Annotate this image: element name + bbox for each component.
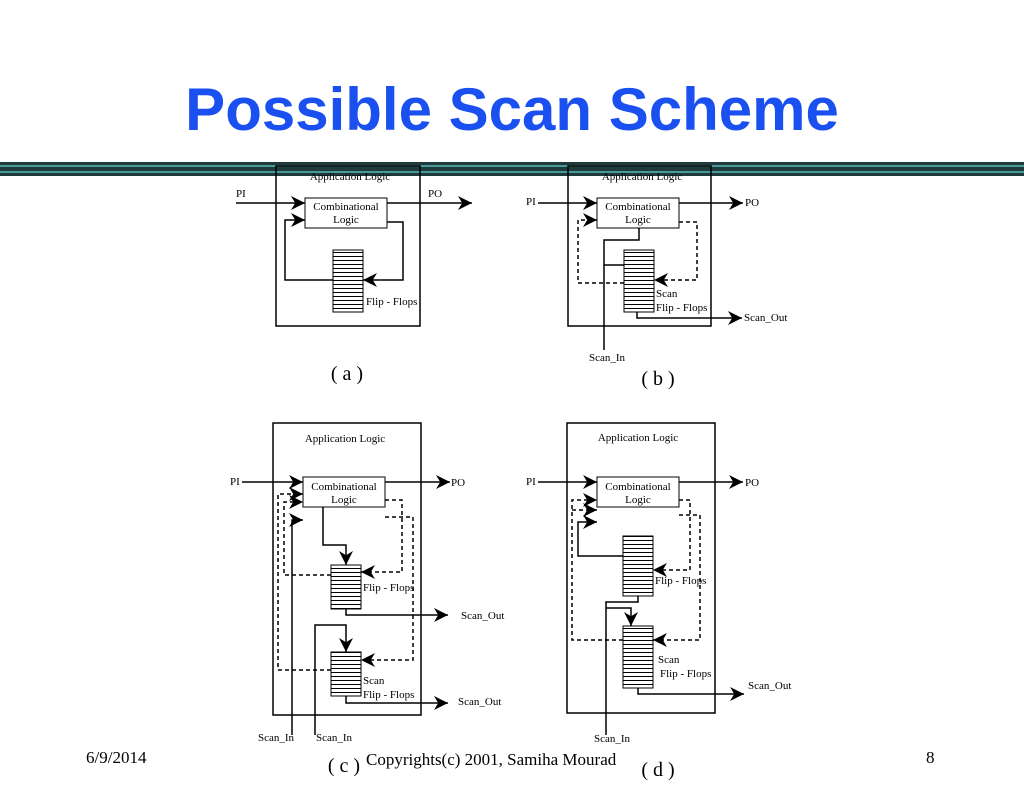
flip-flops-label-a: Flip - Flops	[366, 296, 417, 308]
scan-out-label-b: Scan_Out	[744, 312, 787, 324]
flip-flops-a	[332, 249, 364, 313]
slide-title: Possible Scan Scheme	[185, 76, 839, 143]
scheme-b: Application Logic Combinational Logic PI…	[526, 165, 787, 390]
flip-flops-label-d: Flip - Flops	[655, 575, 706, 587]
feedback-comb-to-ff-b	[654, 221, 698, 287]
feedback-comb-to-ff-a	[363, 221, 404, 287]
lower-ff-in-d	[606, 607, 638, 626]
upper-ff-out-c	[345, 608, 448, 622]
scan-in-label-c2: Scan_In	[316, 732, 353, 744]
po-label-b: PO	[745, 197, 759, 209]
caption-c: ( c )	[328, 755, 360, 777]
ff-to-comb-solid-b	[603, 228, 640, 266]
combinational-label-b: Combinational	[605, 201, 670, 213]
scan-in-label-c1: Scan_In	[258, 732, 295, 744]
scan-out-wire-b	[636, 311, 742, 325]
dashed-loop-lower-d	[571, 493, 623, 641]
combinational-label-a: Combinational	[313, 201, 378, 213]
combinational-label-d2: Logic	[625, 494, 651, 506]
combinational-box-c	[302, 476, 386, 508]
flip-flops-upper-c	[330, 564, 362, 610]
combinational-label-c: Combinational	[311, 481, 376, 493]
scan-out-wire-d	[637, 687, 744, 701]
scan-in-label-b: Scan_In	[589, 352, 626, 364]
po-label-c: PO	[451, 477, 465, 489]
lower-ff-out-c	[345, 696, 448, 710]
app-logic-box-a	[275, 165, 421, 327]
scan-label-d: Scan	[658, 654, 680, 666]
comb-to-upper-ff-c	[322, 507, 353, 565]
feedback-ff-to-comb-a	[284, 213, 333, 281]
scheme-c: Application Logic Combinational Logic PI…	[230, 422, 504, 777]
scan-flip-flops-c	[330, 651, 362, 697]
combinational-label-d: Combinational	[605, 481, 670, 493]
combinational-label-b2: Logic	[625, 214, 651, 226]
title-divider	[0, 162, 1024, 176]
app-logic-box-d	[566, 422, 716, 714]
po-label-a: PO	[428, 188, 442, 200]
caption-b: ( b )	[641, 368, 674, 390]
app-logic-box-c	[272, 422, 422, 716]
app-logic-label-b: Application Logic	[602, 171, 682, 183]
dashed-loop-upper-c	[283, 495, 331, 576]
app-logic-label-c: Application Logic	[305, 433, 385, 445]
scheme-a: Application Logic Combinational Logic PI…	[236, 165, 472, 385]
combinational-box-d	[596, 476, 680, 508]
pi-label-b: PI	[526, 196, 536, 208]
app-logic-label-a: Application Logic	[310, 171, 390, 183]
scan-in-wire-c	[289, 513, 303, 735]
comb-to-upper-ff-d	[653, 499, 691, 577]
upper-to-lower-ff-d	[605, 596, 639, 735]
po-label-d: PO	[745, 477, 759, 489]
flip-flops-label-b: Flip - Flops	[656, 302, 707, 314]
footer-page-number: 8	[926, 748, 935, 767]
app-logic-box-b	[567, 165, 712, 327]
footer-date: 6/9/2014	[86, 748, 147, 767]
scan-flip-flops-d	[622, 625, 654, 689]
scan-label-c: Scan	[363, 675, 385, 687]
scan-flip-flops-b	[623, 249, 655, 313]
app-logic-label-d: Application Logic	[598, 432, 678, 444]
combinational-box-b	[596, 197, 680, 229]
dashed-loop-lower-c	[277, 487, 331, 671]
dashed-right-lower-c	[361, 516, 414, 667]
combinational-label-c2: Logic	[331, 494, 357, 506]
pi-label-a: PI	[236, 188, 246, 200]
scan-label-b: Scan	[656, 288, 678, 300]
scan-out-label-c1: Scan_Out	[461, 610, 504, 622]
caption-a: ( a )	[331, 363, 363, 385]
combinational-label-a2: Logic	[333, 214, 359, 226]
dashed-right-upper-c	[361, 499, 403, 579]
to-lower-ff-c	[314, 624, 353, 735]
caption-d: ( d )	[641, 759, 674, 781]
scan-in-label-d: Scan_In	[594, 733, 631, 745]
upper-ff-to-comb-d	[577, 515, 623, 557]
feedback-ff-to-comb-b	[577, 213, 624, 284]
combinational-box-a	[304, 197, 388, 229]
flip-flops-label-d2: Flip - Flops	[660, 668, 711, 680]
dashed-right-lower-d	[653, 514, 701, 647]
scheme-d: Application Logic Combinational Logic PI…	[526, 422, 791, 781]
pi-label-d: PI	[526, 476, 536, 488]
flip-flops-label-c2: Flip - Flops	[363, 689, 414, 701]
scan-out-label-c2: Scan_Out	[458, 696, 501, 708]
footer-copyright: Copyrights(c) 2001, Samiha Mourad	[366, 750, 617, 769]
scan-out-label-d: Scan_Out	[748, 680, 791, 692]
flip-flops-label-c: Flip - Flops	[363, 582, 414, 594]
pi-label-c: PI	[230, 476, 240, 488]
flip-flops-upper-d	[622, 535, 654, 597]
